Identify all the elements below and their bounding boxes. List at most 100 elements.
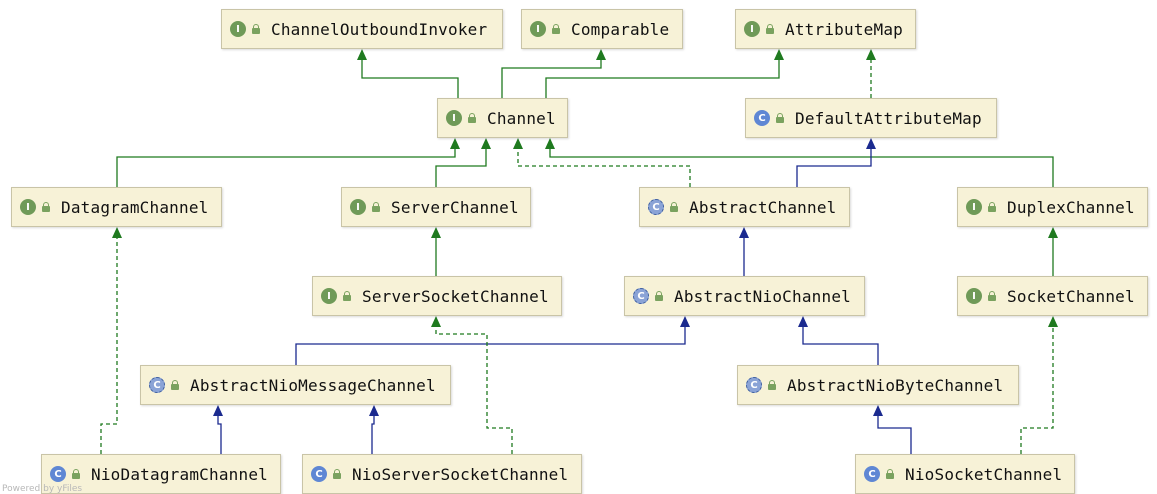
class-node-server-channel[interactable]: I ServerChannel xyxy=(341,187,531,227)
class-node-nio-server-socket-channel[interactable]: C NioServerSocketChannel xyxy=(302,454,582,494)
arrowhead xyxy=(357,49,367,60)
class-name-label: ServerSocketChannel xyxy=(362,286,549,306)
edge-implements xyxy=(1020,326,1054,454)
class-node-default-attribute-map[interactable]: C DefaultAttributeMap xyxy=(745,98,997,138)
class-node-nio-datagram-channel[interactable]: C NioDatagramChannel xyxy=(41,454,281,494)
interface-icon: I xyxy=(20,199,36,215)
lock-icon xyxy=(41,202,51,212)
arrowhead xyxy=(450,138,460,149)
class-icon: C xyxy=(50,466,66,482)
class-name-label: Channel xyxy=(487,108,556,128)
class-name-label: NioServerSocketChannel xyxy=(352,464,569,484)
interface-icon: I xyxy=(446,110,462,126)
arrowhead xyxy=(213,405,223,416)
interface-icon: I xyxy=(230,21,246,37)
class-node-channel[interactable]: I Channel xyxy=(437,98,568,138)
class-name-label: SocketChannel xyxy=(1007,286,1135,306)
lock-icon xyxy=(251,24,261,34)
edge-extends xyxy=(796,148,872,187)
arrowhead xyxy=(1048,316,1058,327)
lock-icon xyxy=(170,380,180,390)
lock-icon xyxy=(765,24,775,34)
class-name-label: DatagramChannel xyxy=(61,197,209,217)
arrowhead xyxy=(866,49,876,60)
lock-icon xyxy=(775,113,785,123)
edge-implements xyxy=(100,237,118,454)
arrowhead xyxy=(431,227,441,238)
edge-extends xyxy=(877,415,912,454)
edge-implements xyxy=(517,148,691,187)
class-icon: C xyxy=(754,110,770,126)
class-node-nio-socket-channel[interactable]: C NioSocketChannel xyxy=(855,454,1075,494)
class-name-label: ChannelOutboundInvoker xyxy=(271,19,488,39)
lock-icon xyxy=(371,202,381,212)
interface-icon: I xyxy=(530,21,546,37)
lock-icon xyxy=(332,469,342,479)
lock-icon xyxy=(342,291,352,301)
class-node-duplex-channel[interactable]: I DuplexChannel xyxy=(957,187,1148,227)
arrowhead xyxy=(866,138,876,149)
edge-extends xyxy=(295,326,686,365)
class-node-socket-channel[interactable]: I SocketChannel xyxy=(957,276,1148,316)
arrowhead xyxy=(369,405,379,416)
lock-icon xyxy=(669,202,679,212)
class-name-label: DefaultAttributeMap xyxy=(795,108,982,128)
lock-icon xyxy=(71,469,81,479)
arrowhead xyxy=(1048,227,1058,238)
class-name-label: AbstractNioChannel xyxy=(674,286,851,306)
arrowhead xyxy=(739,227,749,238)
abstract-class-icon: C xyxy=(149,377,165,393)
edge-interface-extends xyxy=(545,59,780,98)
class-name-label: AbstractNioByteChannel xyxy=(787,375,1004,395)
interface-icon: I xyxy=(966,288,982,304)
lock-icon xyxy=(767,380,777,390)
edge-interface-extends xyxy=(501,59,602,98)
class-node-abstract-nio-byte-channel[interactable]: C AbstractNioByteChannel xyxy=(737,365,1019,405)
class-name-label: NioSocketChannel xyxy=(905,464,1063,484)
class-name-label: Comparable xyxy=(571,19,670,39)
interface-icon: I xyxy=(350,199,366,215)
class-icon: C xyxy=(311,466,327,482)
abstract-class-icon: C xyxy=(648,199,664,215)
lock-icon xyxy=(551,24,561,34)
class-node-abstract-nio-message-channel[interactable]: C AbstractNioMessageChannel xyxy=(140,365,451,405)
class-name-label: AbstractNioMessageChannel xyxy=(190,375,436,395)
class-node-server-socket-channel[interactable]: I ServerSocketChannel xyxy=(312,276,562,316)
edge-implements xyxy=(435,326,513,454)
edge-extends xyxy=(371,415,375,454)
interface-icon: I xyxy=(966,199,982,215)
arrowhead xyxy=(873,405,883,416)
arrowhead xyxy=(513,138,523,149)
class-node-comparable[interactable]: I Comparable xyxy=(521,9,683,49)
arrowhead xyxy=(431,316,441,327)
lock-icon xyxy=(987,202,997,212)
arrowhead xyxy=(798,316,808,327)
abstract-class-icon: C xyxy=(746,377,762,393)
lock-icon xyxy=(987,291,997,301)
class-name-label: NioDatagramChannel xyxy=(91,464,268,484)
edge-extends xyxy=(217,415,222,454)
arrowhead xyxy=(481,138,491,149)
class-name-label: ServerChannel xyxy=(391,197,519,217)
class-name-label: DuplexChannel xyxy=(1007,197,1135,217)
lock-icon xyxy=(885,469,895,479)
arrowhead xyxy=(774,49,784,60)
arrowhead xyxy=(545,138,555,149)
arrowhead xyxy=(112,227,122,238)
abstract-class-icon: C xyxy=(633,288,649,304)
class-node-abstract-nio-channel[interactable]: C AbstractNioChannel xyxy=(624,276,865,316)
edge-extends xyxy=(802,326,879,365)
edge-interface-extends xyxy=(361,59,459,98)
edge-interface-extends xyxy=(116,148,456,187)
interface-icon: I xyxy=(744,21,760,37)
class-node-channel-outbound-invoker[interactable]: I ChannelOutboundInvoker xyxy=(221,9,503,49)
class-icon: C xyxy=(864,466,880,482)
arrowhead xyxy=(680,316,690,327)
class-node-datagram-channel[interactable]: I DatagramChannel xyxy=(11,187,222,227)
arrowhead xyxy=(596,49,606,60)
interface-icon: I xyxy=(321,288,337,304)
